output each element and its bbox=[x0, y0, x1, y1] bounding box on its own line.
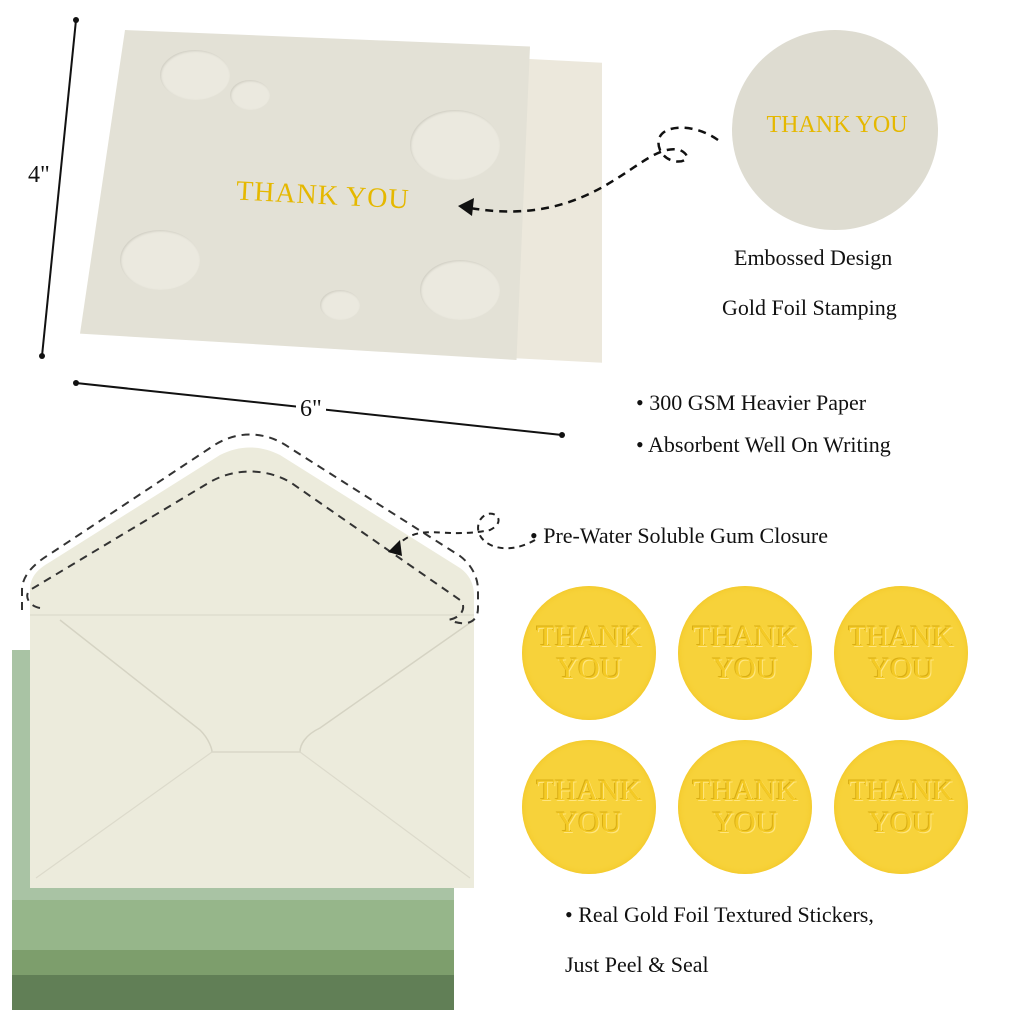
gold-sticker: THANK YOU bbox=[834, 586, 968, 720]
gold-sticker: THANK YOU bbox=[834, 740, 968, 874]
embossed-detail-circle bbox=[732, 30, 938, 230]
sticker-line2: YOU bbox=[712, 806, 778, 839]
gold-sticker: THANK YOU bbox=[678, 586, 812, 720]
sticker-line1: THANK bbox=[848, 774, 954, 807]
feature-stickers: • Real Gold Foil Textured Stickers, bbox=[565, 902, 874, 927]
sticker-line2: YOU bbox=[712, 652, 778, 685]
envelope-green-4 bbox=[12, 975, 454, 1010]
caption-embossed-design: Embossed Design bbox=[734, 245, 893, 270]
gold-sticker: THANK YOU bbox=[678, 740, 812, 874]
sticker-line1: THANK bbox=[692, 620, 798, 653]
detail-gold-foil-text: THANK YOU bbox=[766, 112, 908, 138]
sticker-line2: YOU bbox=[868, 652, 934, 685]
caption-gold-foil-stamping: Gold Foil Stamping bbox=[722, 295, 897, 320]
feature-absorbent: • Absorbent Well On Writing bbox=[636, 432, 891, 457]
width-label: 6" bbox=[296, 396, 326, 423]
sticker-line1: THANK bbox=[536, 620, 642, 653]
height-label: 4" bbox=[28, 160, 50, 191]
sticker-line2: YOU bbox=[868, 806, 934, 839]
sticker-line1: THANK bbox=[536, 774, 642, 807]
embossed-card bbox=[80, 30, 530, 360]
sticker-line2: YOU bbox=[556, 806, 622, 839]
feature-stickers-cont: Just Peel & Seal bbox=[565, 952, 709, 977]
sticker-line2: YOU bbox=[556, 652, 622, 685]
sticker-line1: THANK bbox=[848, 620, 954, 653]
gold-sticker: THANK YOU bbox=[522, 586, 656, 720]
gold-sticker: THANK YOU bbox=[522, 740, 656, 874]
sticker-line1: THANK bbox=[692, 774, 798, 807]
feature-gum-closure: • Pre-Water Soluble Gum Closure bbox=[530, 523, 828, 548]
feature-heavier-paper: • 300 GSM Heavier Paper bbox=[636, 390, 867, 415]
